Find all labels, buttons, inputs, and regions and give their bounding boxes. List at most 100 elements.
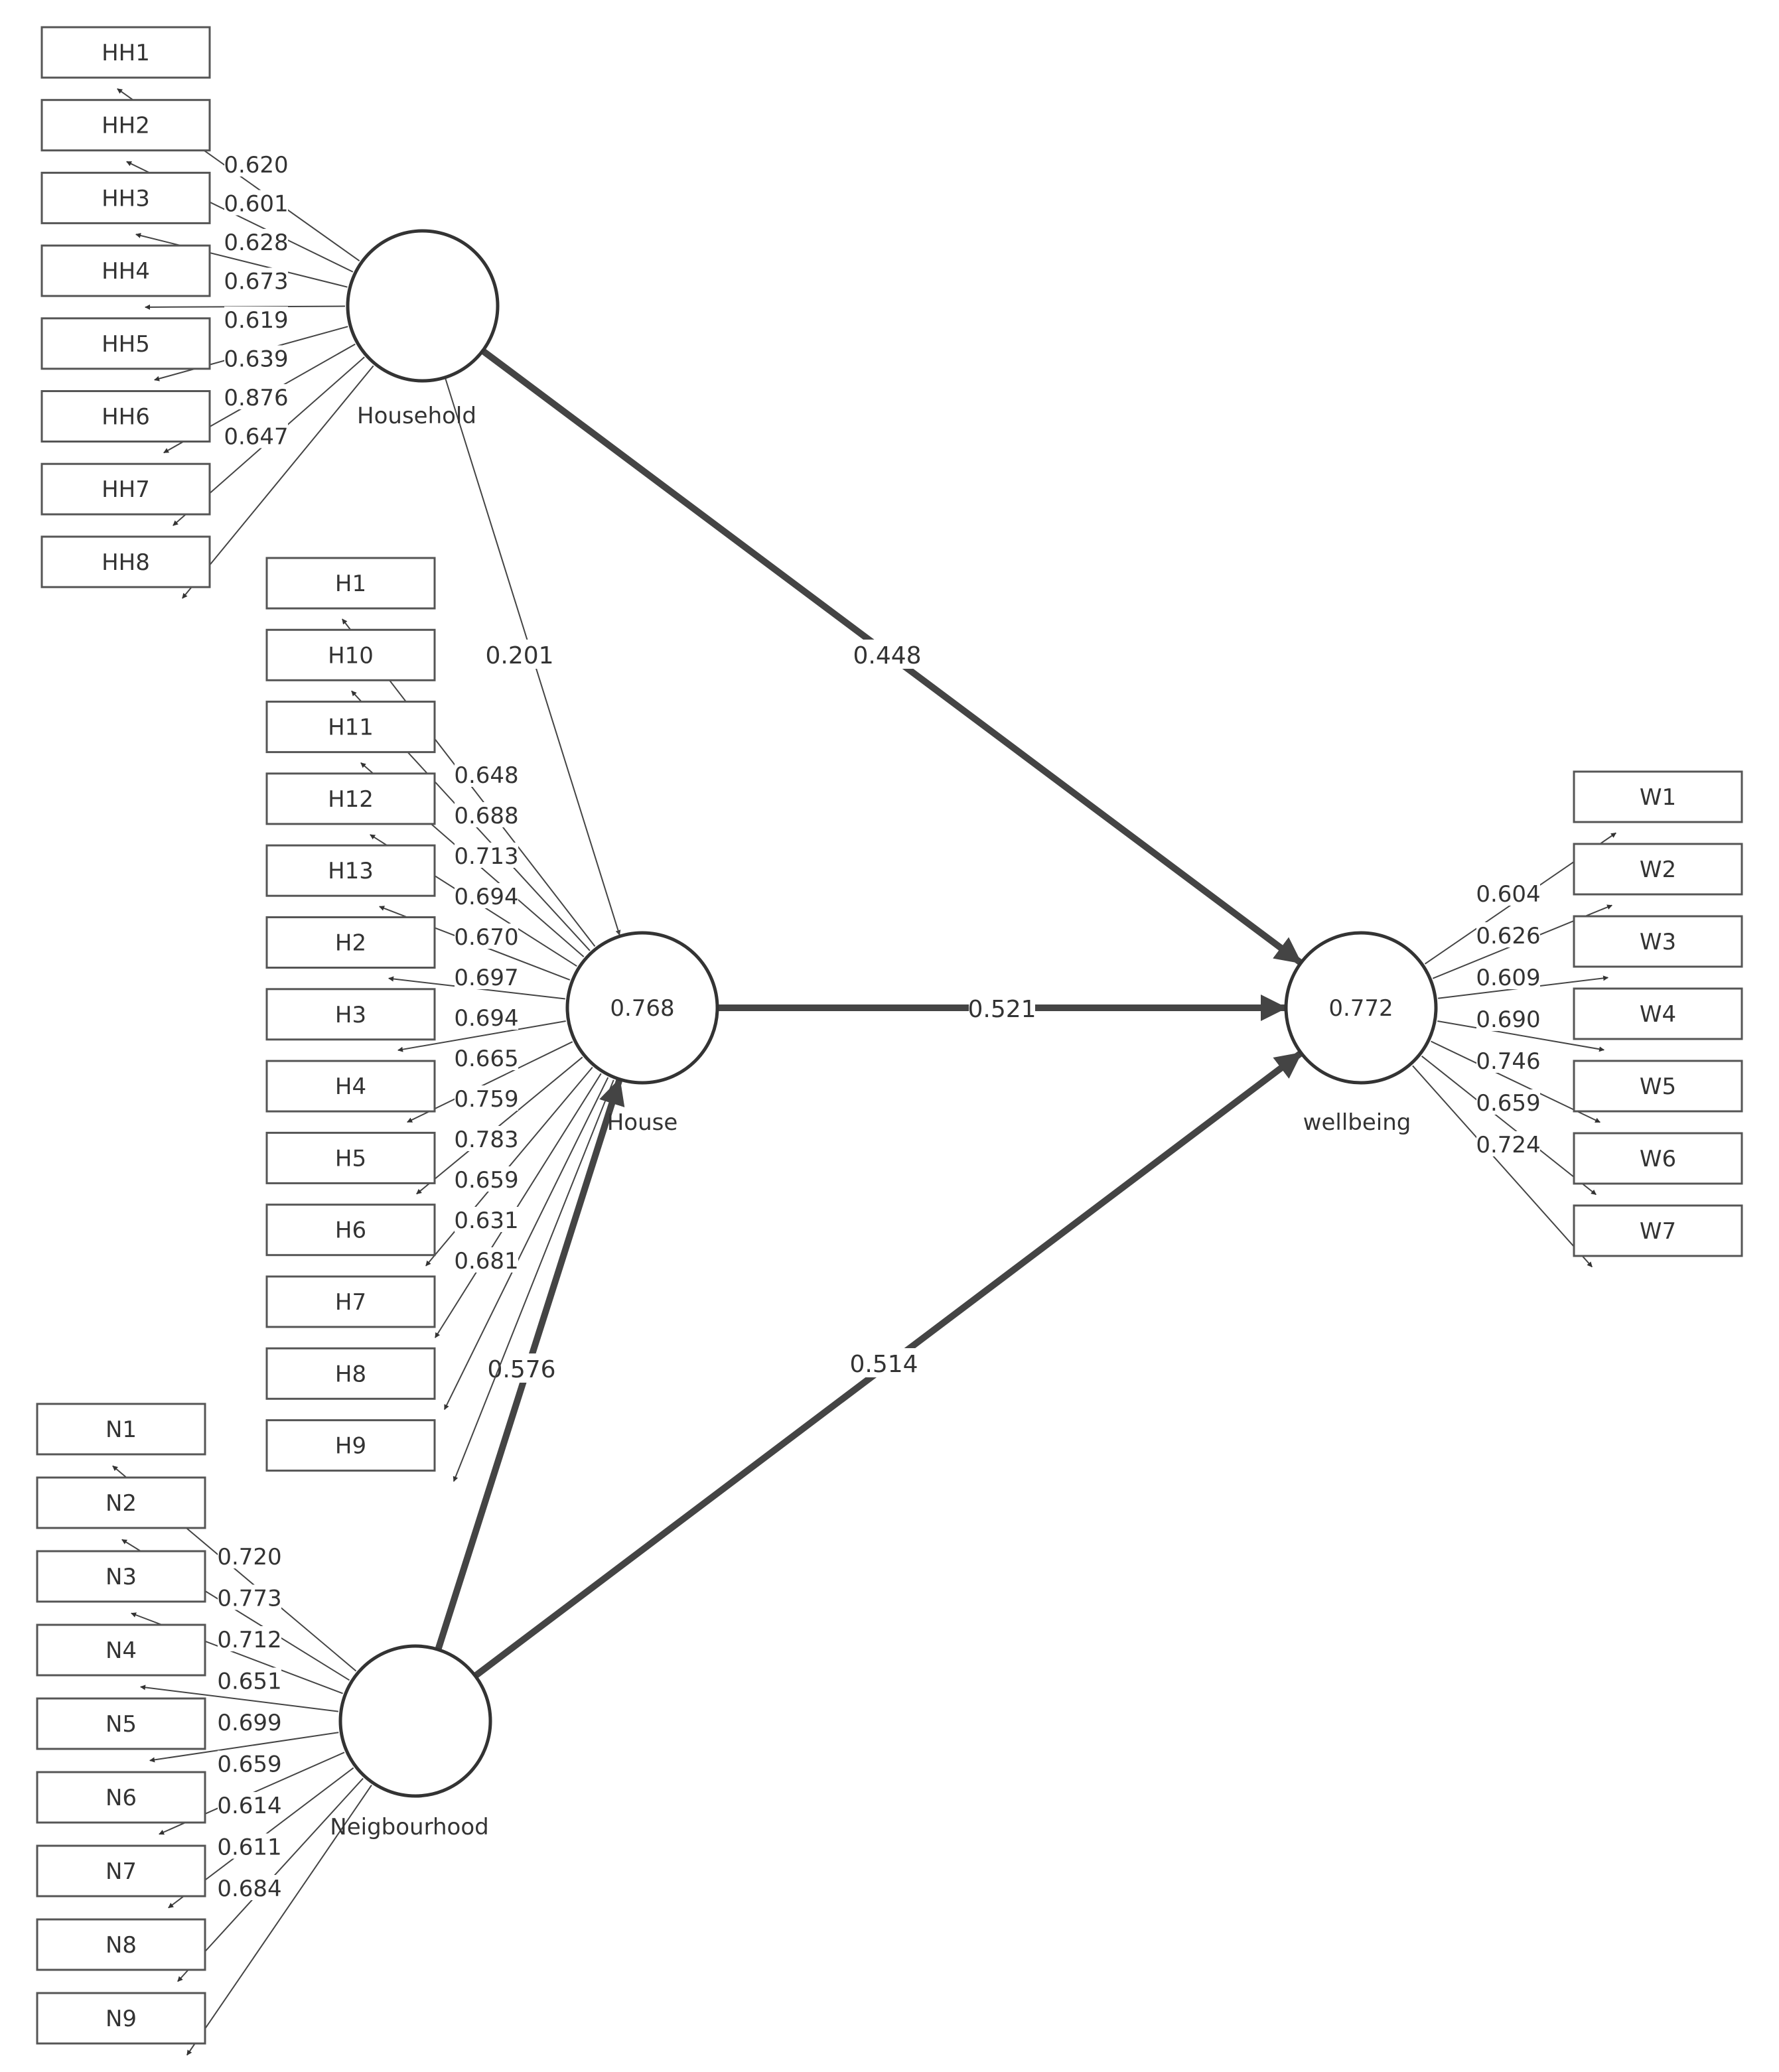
indicator-label-H13: H13 — [328, 858, 374, 884]
indicator-label-H12: H12 — [328, 786, 374, 813]
loading-label-bg — [1476, 964, 1540, 989]
loading-label-bg — [224, 229, 288, 254]
indicator-box-HH7 — [40, 462, 211, 516]
indicator-box-N6 — [36, 1771, 206, 1824]
path-coefficient-house-to-wellbeing: 0.521 — [967, 996, 1036, 1023]
indicator-label-H7: H7 — [335, 1289, 366, 1316]
indicator-label-W6: W6 — [1640, 1146, 1676, 1172]
indicator-box-H1 — [265, 557, 436, 610]
loading-value-HH8: 0.647 — [224, 424, 288, 450]
indicators: HH1HH2HH3HH4HH5HH6HH7HH8H1H10H11H12H13H2… — [36, 26, 1743, 2045]
loading-label-bg — [455, 1207, 518, 1232]
outer-loadings: 0.6200.6010.6280.6730.6190.6390.8760.647… — [112, 88, 1616, 2056]
indicator-label-N2: N2 — [106, 1490, 137, 1517]
loading-label-bg — [218, 1750, 281, 1776]
indicator-box-H9 — [265, 1419, 436, 1472]
loading-label-bg — [224, 151, 288, 176]
indicator-label-N8: N8 — [106, 1932, 137, 1959]
indicator-box-H3 — [265, 988, 436, 1041]
loading-value-HH4: 0.673 — [224, 269, 288, 295]
loading-label-bg — [218, 1667, 281, 1693]
loading-arrow-H7 — [435, 1073, 602, 1338]
loading-value-HH6: 0.639 — [224, 346, 288, 373]
loading-value-H10: 0.688 — [454, 803, 518, 829]
loading-value-W7: 0.724 — [1476, 1132, 1540, 1158]
indicator-box-W3 — [1573, 915, 1743, 968]
loading-arrow-H5 — [416, 1056, 583, 1195]
loading-value-H5: 0.759 — [454, 1086, 518, 1113]
loading-arrow-W4 — [1437, 1020, 1605, 1052]
indicator-box-HH1 — [40, 26, 211, 79]
indicator-box-N3 — [36, 1550, 206, 1603]
loading-value-H6: 0.783 — [454, 1127, 518, 1153]
indicator-box-N1 — [36, 1403, 206, 1456]
loading-label-bg — [455, 964, 518, 989]
indicator-label-H2: H2 — [335, 930, 366, 957]
construct-circle-wellbeing — [1284, 931, 1438, 1085]
loading-label-bg — [1476, 1048, 1540, 1073]
loading-value-HH2: 0.601 — [224, 191, 288, 218]
indicator-label-HH5: HH5 — [102, 331, 150, 358]
loading-label-bg — [1476, 922, 1540, 947]
loading-label-bg — [1476, 1006, 1540, 1031]
indicator-label-H5: H5 — [335, 1145, 366, 1172]
path-label-bg — [969, 993, 1035, 1022]
construct-name-house: House — [607, 1109, 678, 1136]
loading-value-H8: 0.631 — [454, 1208, 518, 1234]
loading-arrow-HH8 — [182, 365, 374, 599]
loading-label-bg — [224, 190, 288, 216]
loading-value-W6: 0.659 — [1476, 1090, 1540, 1117]
path-label-bg — [854, 640, 920, 669]
loading-value-H7: 0.659 — [454, 1167, 518, 1194]
loading-value-H12: 0.694 — [454, 884, 518, 910]
indicator-box-N9 — [36, 1992, 206, 2045]
indicator-box-H7 — [265, 1275, 436, 1328]
loading-label-bg — [455, 1126, 518, 1151]
loading-arrow-H8 — [443, 1077, 609, 1411]
indicator-box-HH6 — [40, 390, 211, 443]
indicator-box-N7 — [36, 1844, 206, 1898]
loading-value-H13: 0.670 — [454, 924, 518, 951]
loading-label-bg — [218, 1543, 281, 1568]
indicator-label-W2: W2 — [1640, 857, 1676, 883]
loading-label-bg — [224, 267, 288, 293]
loading-value-N2: 0.773 — [217, 1586, 281, 1612]
indicator-label-H11: H11 — [328, 715, 374, 741]
loading-label-bg — [224, 423, 288, 449]
loading-label-bg — [455, 1166, 518, 1192]
loading-value-HH5: 0.619 — [224, 307, 288, 334]
loading-value-N6: 0.659 — [217, 1752, 281, 1778]
loading-value-H2: 0.697 — [454, 965, 518, 991]
loading-arrow-HH3 — [135, 233, 348, 288]
loading-value-H4: 0.665 — [454, 1046, 518, 1072]
loading-value-W5: 0.746 — [1476, 1048, 1540, 1075]
loading-arrow-H9 — [453, 1079, 614, 1482]
indicator-label-HH8: HH8 — [102, 549, 150, 576]
loading-value-N1: 0.720 — [217, 1544, 281, 1570]
loading-value-HH7: 0.876 — [224, 385, 288, 411]
construct-circle-household — [346, 229, 500, 383]
indicator-box-W5 — [1573, 1060, 1743, 1113]
loading-label-bg — [455, 1004, 518, 1030]
indicator-label-W1: W1 — [1640, 784, 1676, 811]
indicator-label-HH6: HH6 — [102, 404, 150, 431]
loading-value-W4: 0.690 — [1476, 1006, 1540, 1033]
loading-arrow-N4 — [140, 1685, 339, 1712]
indicator-label-H4: H4 — [335, 1073, 366, 1100]
loading-value-N8: 0.611 — [217, 1834, 281, 1861]
loading-label-bg — [224, 345, 288, 371]
indicator-box-H4 — [265, 1060, 436, 1113]
indicator-label-HH4: HH4 — [102, 258, 150, 285]
loading-arrow-N5 — [149, 1732, 339, 1763]
indicator-box-W7 — [1573, 1204, 1743, 1257]
loading-label-bg — [218, 1833, 281, 1859]
loading-value-H9: 0.681 — [454, 1248, 518, 1275]
loading-label-bg — [1476, 1131, 1540, 1156]
loading-label-bg — [455, 843, 518, 868]
indicator-label-H3: H3 — [335, 1002, 366, 1028]
loading-value-HH3: 0.628 — [224, 230, 288, 256]
indicator-box-HH5 — [40, 317, 211, 370]
loading-label-bg — [455, 1045, 518, 1070]
loading-label-bg — [455, 762, 518, 787]
loading-arrow-H3 — [397, 1020, 566, 1052]
